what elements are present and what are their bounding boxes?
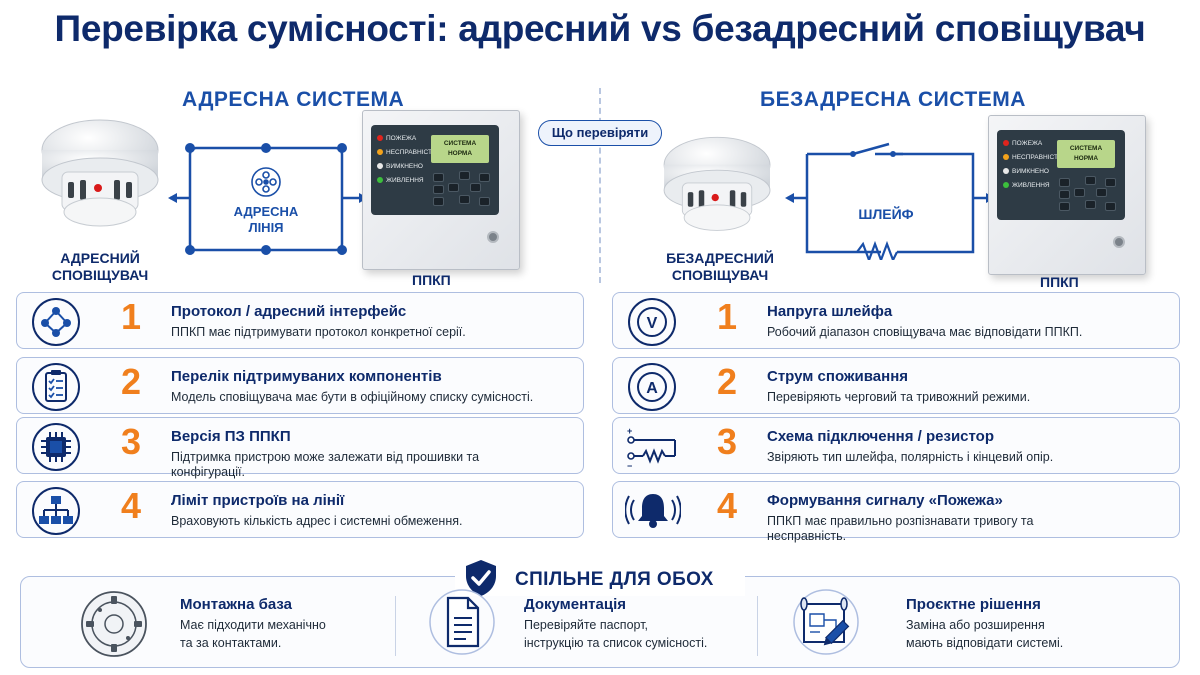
svg-text:−: −: [627, 461, 632, 471]
panel-face: ПОЖЕЖА НЕСПРАВНІСТЬ ВИМКНЕНО ЖИВЛЕННЯ СИ…: [997, 130, 1125, 220]
card-title: Напруга шлейфа: [767, 303, 893, 320]
keypad: [1059, 174, 1117, 214]
led-power: ЖИВЛЕННЯ: [1003, 182, 1050, 189]
card-description: Модель сповіщувача має бути в офіційному…: [171, 390, 534, 404]
svg-text:V: V: [647, 315, 658, 332]
led-fire: ПОЖЕЖА: [1003, 140, 1042, 147]
common-item-title: Документація: [524, 596, 627, 613]
card-title: Ліміт пристроїв на лінії: [171, 492, 345, 509]
loop-label-line2: ЛІНІЯ: [248, 220, 284, 235]
detector-label-line2: СПОВІЩУВАЧ: [671, 267, 769, 283]
card-title: Струм споживання: [767, 368, 909, 385]
page-title: Перевірка сумісності: адресний vs безадр…: [54, 8, 1146, 49]
card-description: Враховують кількість адрес і системні об…: [171, 514, 463, 528]
card-title: Перелік підтримуваних компонентів: [171, 368, 442, 385]
left-card-4: 4 Ліміт пристроїв на лінії Враховують кі…: [16, 481, 584, 538]
alarm-bell-icon: [625, 494, 681, 528]
right-card-3: + − 3 Схема підключення / резистор Звіря…: [612, 417, 1180, 474]
led-power: ЖИВЛЕННЯ: [377, 177, 424, 184]
common-item-description: Перевіряйте паспорт, інструкцію та списо…: [524, 618, 708, 650]
right-control-panel: ПОЖЕЖА НЕСПРАВНІСТЬ ВИМКНЕНО ЖИВЛЕННЯ СИ…: [988, 115, 1146, 275]
card-number: 3: [121, 421, 142, 462]
addressable-line-diagram: [168, 143, 368, 255]
card-description: ППКП має підтримувати протокол конкретно…: [171, 325, 466, 339]
left-card-2: 2 Перелік підтримуваних компонентів Моде…: [16, 357, 584, 414]
card-number: 1: [717, 296, 738, 337]
detector-label-line1: БЕЗАДРЕСНИЙ: [666, 250, 774, 266]
common-title-background: [455, 558, 745, 596]
card-number: 3: [717, 421, 738, 462]
what-to-check-badge: Що перевіряти: [538, 120, 662, 146]
card-description: ППКП має правильно розпізнавати тривогу …: [767, 514, 1034, 543]
card-number: 2: [717, 361, 738, 402]
left-card-3: 3 Версія ПЗ ППКП Підтримка пристрою може…: [16, 417, 584, 479]
led-fire: ПОЖЕЖА: [377, 135, 416, 142]
card-description: Перевіряють черговий та тривожний режими…: [767, 390, 1031, 404]
ammeter-icon: A: [628, 363, 676, 411]
card-number: 2: [121, 361, 142, 402]
card-description: Робочий діапазон сповіщувача має відпові…: [767, 325, 1083, 339]
blueprint-icon: [793, 589, 859, 655]
led-fault: НЕСПРАВНІСТЬ: [377, 149, 436, 156]
conventional-loop-diagram: [785, 142, 995, 260]
panel-face: ПОЖЕЖА НЕСПРАВНІСТЬ ВИМКНЕНО ЖИВЛЕННЯ СИ…: [371, 125, 499, 215]
common-item-description: Заміна або розширення мають відповідати …: [906, 618, 1064, 650]
network-nodes-icon: [32, 298, 80, 346]
right-card-1: V 1 Напруга шлейфа Робочий діапазон спов…: [612, 292, 1180, 349]
detector-label-line2: СПОВІЩУВАЧ: [51, 267, 149, 283]
conventional-detector-label: БЕЗАДРЕСНИЙ СПОВІЩУВАЧ: [660, 250, 780, 284]
separator: [395, 596, 396, 656]
hierarchy-icon: [32, 487, 80, 535]
lock-icon: [1113, 236, 1125, 248]
svg-text:A: A: [646, 380, 658, 397]
resistor-circuit-icon: + −: [627, 426, 676, 471]
card-number: 4: [121, 485, 142, 526]
addressable-detector-label: АДРЕСНИЙ СПОВІЩУВАЧ: [40, 250, 160, 284]
checklist-icon: [32, 363, 80, 411]
common-item-title: Монтажна база: [180, 596, 293, 613]
mounting-base-icon: [81, 591, 147, 657]
conventional-detector-icon: [663, 136, 771, 231]
led-fault: НЕСПРАВНІСТЬ: [1003, 154, 1062, 161]
voltmeter-icon: V: [628, 298, 676, 346]
common-item-title: Проєктне рішення: [906, 596, 1041, 613]
card-description: Підтримка пристрою може залежати від про…: [171, 450, 480, 479]
card-description: Звіряють тип шлейфа, полярність і кінцев…: [767, 450, 1054, 464]
shield-check-icon: [466, 560, 496, 596]
card-title: Схема підключення / резистор: [767, 428, 994, 445]
conventional-system-title: БЕЗАДРЕСНА СИСТЕМА: [760, 88, 1026, 111]
addressable-system-title: АДРЕСНА СИСТЕМА: [182, 88, 405, 111]
addressable-detector-icon: [41, 119, 159, 227]
left-panel-label: ППКП: [412, 272, 451, 288]
addressable-line-label: АДРЕСНА ЛІНІЯ: [228, 204, 304, 236]
common-item-description: Має підходити механічно та за контактами…: [180, 618, 326, 650]
lock-icon: [487, 231, 499, 243]
left-control-panel: ПОЖЕЖА НЕСПРАВНІСТЬ ВИМКНЕНО ЖИВЛЕННЯ СИ…: [362, 110, 520, 270]
right-card-2: A 2 Струм споживання Перевіряють чергови…: [612, 357, 1180, 414]
right-panel-label: ППКП: [1040, 274, 1079, 290]
detector-label-line1: АДРЕСНИЙ: [60, 250, 140, 266]
separator: [757, 596, 758, 656]
left-card-1: 1 Протокол / адресний інтерфейс ППКП має…: [16, 292, 584, 349]
document-icon: [429, 589, 495, 655]
right-card-4: 4 Формування сигналу «Пожежа» ППКП має п…: [612, 481, 1180, 543]
led-disabled: ВИМКНЕНО: [1003, 168, 1049, 175]
center-divider: [599, 88, 601, 283]
keypad: [433, 169, 491, 209]
chip-icon: [32, 423, 80, 471]
svg-text:+: +: [627, 426, 632, 436]
card-number: 1: [121, 296, 142, 337]
card-title: Версія ПЗ ППКП: [171, 428, 291, 445]
led-disabled: ВИМКНЕНО: [377, 163, 423, 170]
card-title: Формування сигналу «Пожежа»: [767, 492, 1003, 509]
card-title: Протокол / адресний інтерфейс: [171, 303, 407, 320]
loop-label-line1: АДРЕСНА: [233, 204, 299, 219]
common-title: СПІЛЬНЕ ДЛЯ ОБОХ: [515, 569, 714, 590]
card-number: 4: [717, 485, 738, 526]
loop-label: ШЛЕЙФ: [858, 206, 914, 222]
